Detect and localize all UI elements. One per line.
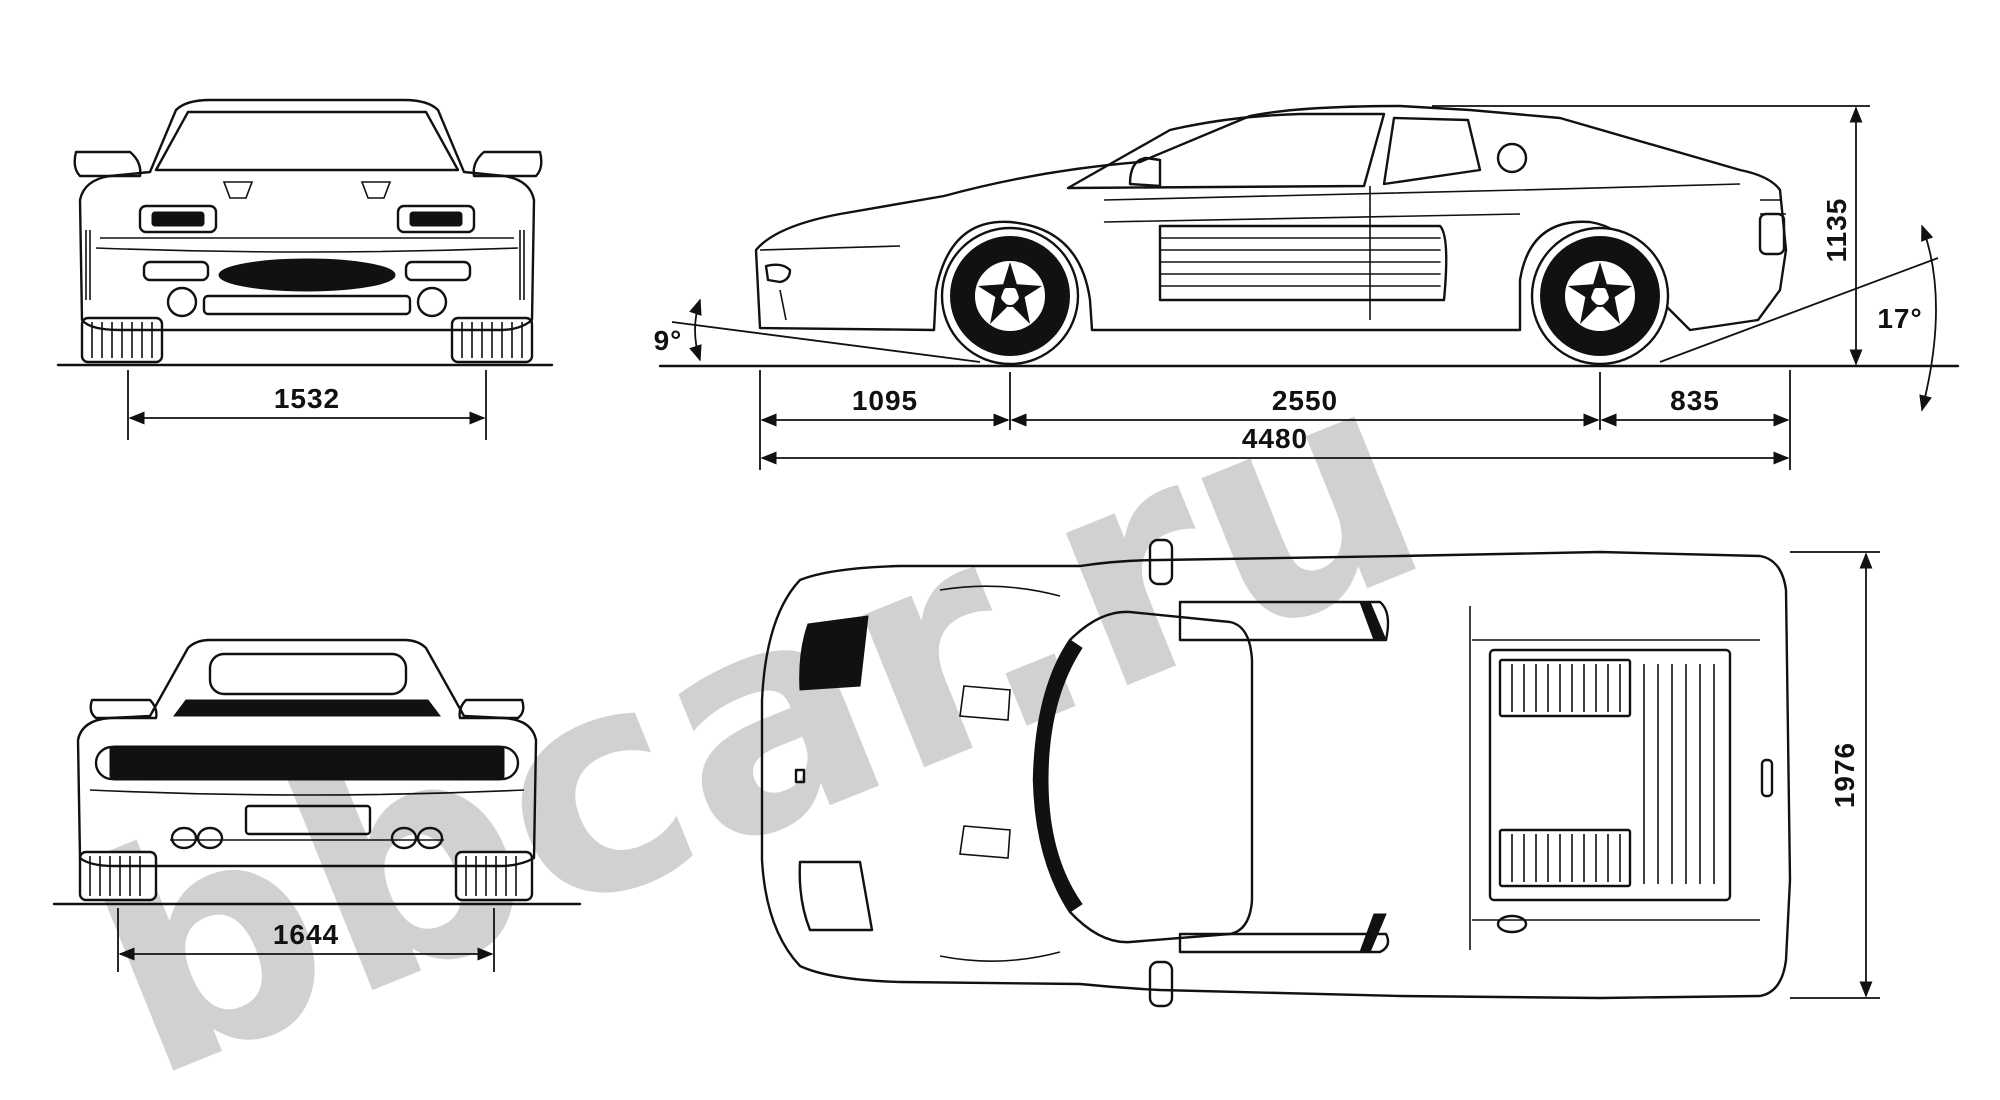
rear-window (208, 652, 408, 696)
top-badge (794, 768, 806, 784)
rear-left-tire (78, 850, 158, 902)
top-right-mirror (1148, 960, 1174, 1008)
front-body-outline (78, 98, 536, 332)
side-rear-quarter-window (1382, 116, 1482, 186)
side-fuel-cap (1496, 142, 1528, 174)
top-left-headlight (799, 615, 869, 691)
rear-license-plate (244, 804, 372, 836)
top-left-mirror (1148, 538, 1174, 586)
rear-taillight-panel (109, 745, 505, 781)
side-tail-light (1758, 212, 1786, 256)
front-grille (218, 258, 396, 292)
rear-view: 1644 (52, 638, 582, 972)
top-right-headlight (798, 860, 874, 932)
top-engine-louvers (1488, 648, 1732, 902)
rear-left-mirror (89, 698, 158, 720)
width-label: 1976 (1829, 742, 1860, 808)
front-windshield (154, 110, 460, 172)
rear-exhausts (170, 826, 444, 850)
front-right-foglamp (416, 286, 448, 318)
approach-angle-label: 9° (654, 325, 683, 356)
wheelbase-label: 2550 (1272, 385, 1338, 416)
front-track-label: 1532 (274, 383, 340, 414)
rear-right-tire (454, 850, 534, 902)
side-strakes (1158, 224, 1448, 302)
height-label: 1135 (1821, 198, 1852, 263)
top-fuel-cap (1496, 914, 1528, 934)
rear-track-label: 1644 (273, 919, 339, 950)
top-view: 1976 (760, 538, 1880, 1008)
top-body-outline (760, 550, 1792, 1000)
front-left-mirror (73, 150, 142, 178)
departure-angle-label: 17° (1877, 303, 1922, 334)
rear-overhang-label: 835 (1670, 385, 1720, 416)
side-body-outline (754, 104, 1788, 332)
front-right-mirror (472, 150, 543, 178)
front-overhang-label: 1095 (852, 385, 918, 416)
rear-left-taillight (94, 745, 130, 781)
side-rear-wheel (1530, 226, 1670, 366)
side-window (1066, 112, 1386, 190)
side-view: 9° 17° 1135 1095 2550 835 4480 (654, 104, 1960, 470)
top-windshield (1033, 639, 1083, 913)
front-left-headlight (138, 204, 218, 234)
rear-right-taillight (484, 745, 520, 781)
front-left-foglamp (166, 286, 198, 318)
front-view: 1532 (56, 98, 554, 440)
rear-right-mirror (458, 698, 525, 720)
side-front-wheel (940, 226, 1080, 366)
side-mirror (1128, 156, 1162, 188)
overall-length-label: 4480 (1242, 423, 1308, 454)
front-right-headlight (396, 204, 476, 234)
